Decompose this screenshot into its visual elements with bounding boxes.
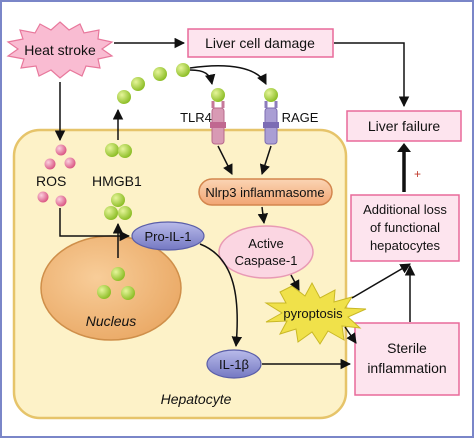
ros-dot [64, 157, 76, 169]
pyroptosis-burst [264, 281, 367, 345]
arrow-damage-to-failure [334, 42, 410, 108]
ros-dot [44, 158, 56, 170]
rage-receptor-top [264, 101, 278, 108]
hmgb1-dot [117, 90, 131, 104]
arrow-proil1-to-il1b [199, 243, 243, 348]
pyroptosis-label: pyroptosis [283, 306, 343, 321]
hmgb1-dot [118, 144, 132, 158]
heat-stroke-burst [6, 21, 114, 79]
arrow-hmgb1-to-rage [189, 65, 267, 85]
rage-label: RAGE [282, 110, 319, 125]
il1b-label: IL-1β [219, 357, 249, 372]
plus-sign: + [414, 167, 421, 181]
arrow-loss-to-failure-head [397, 143, 411, 152]
rage-receptor-band [263, 122, 279, 128]
ros-dot [55, 144, 67, 156]
hmgb1-dot [153, 67, 167, 81]
hmgb1-dot [176, 63, 190, 77]
arrow-caspase-to-pyroptosis [289, 274, 300, 291]
tlr4-receptor-band [210, 122, 226, 128]
hmgb1-dot [118, 206, 132, 220]
liver-failure-box [346, 110, 462, 142]
additional-loss-box [350, 194, 460, 262]
additional-loss-line: Additional loss [363, 202, 447, 217]
arrow-nlrp3-to-caspase [257, 206, 269, 225]
liver-cell-damage-box [187, 28, 334, 58]
hmgb1-label: HMGB1 [92, 173, 142, 189]
hmgb1-dot [211, 88, 225, 102]
pro-il1 [131, 221, 205, 251]
hmgb1-dot [105, 143, 119, 157]
hmgb1-dot [104, 206, 118, 220]
additional-loss-line: hepatocytes [370, 238, 441, 253]
hmgb1-dot [111, 193, 125, 207]
arrow-tlr4-to-nlrp3 [217, 145, 233, 175]
hmgb1-dot [111, 267, 125, 281]
hmgb1-dot [264, 88, 278, 102]
ros-label: ROS [36, 173, 66, 189]
arrow-ros-to-proil1 [59, 208, 131, 242]
arrow-pyroptosis-to-loss [351, 263, 411, 299]
hmgb1-dot [97, 285, 111, 299]
heat-stroke-label: Heat stroke [24, 42, 96, 58]
sterile-inflammation-box [354, 322, 460, 396]
hmgb1-dot [131, 77, 145, 91]
tlr4-label: TLR4 [180, 110, 212, 125]
hepatocyte-label: Hepatocyte [161, 391, 232, 407]
additional-loss-line: of functional [370, 220, 440, 235]
nlrp3-label: Nlrp3 inflammasome [205, 185, 324, 200]
arrow-hmgb1-to-tlr4 [189, 69, 216, 86]
sterile-inflammation-line: inflammation [367, 360, 446, 376]
active-caspase-line: Caspase-1 [235, 253, 298, 268]
sterile-inflammation-line: Sterile [387, 340, 427, 356]
active-caspase-1 [218, 225, 314, 279]
liver-failure-label: Liver failure [368, 118, 441, 134]
liver-cell-damage-label: Liver cell damage [205, 35, 315, 51]
ros-dot [55, 195, 67, 207]
active-caspase-line: Active [248, 236, 283, 251]
arrow-pyroptosis-to-inflammation [344, 326, 357, 344]
arrow-rage-to-nlrp3 [259, 145, 272, 175]
hmgb1-dot [121, 286, 135, 300]
il1b [206, 349, 262, 379]
nlrp3-inflammasome [198, 178, 333, 206]
nucleus-label: Nucleus [86, 313, 137, 329]
ros-dot [37, 191, 49, 203]
pro-il1-label: Pro-IL-1 [145, 229, 192, 244]
tlr4-receptor-top [211, 101, 225, 108]
